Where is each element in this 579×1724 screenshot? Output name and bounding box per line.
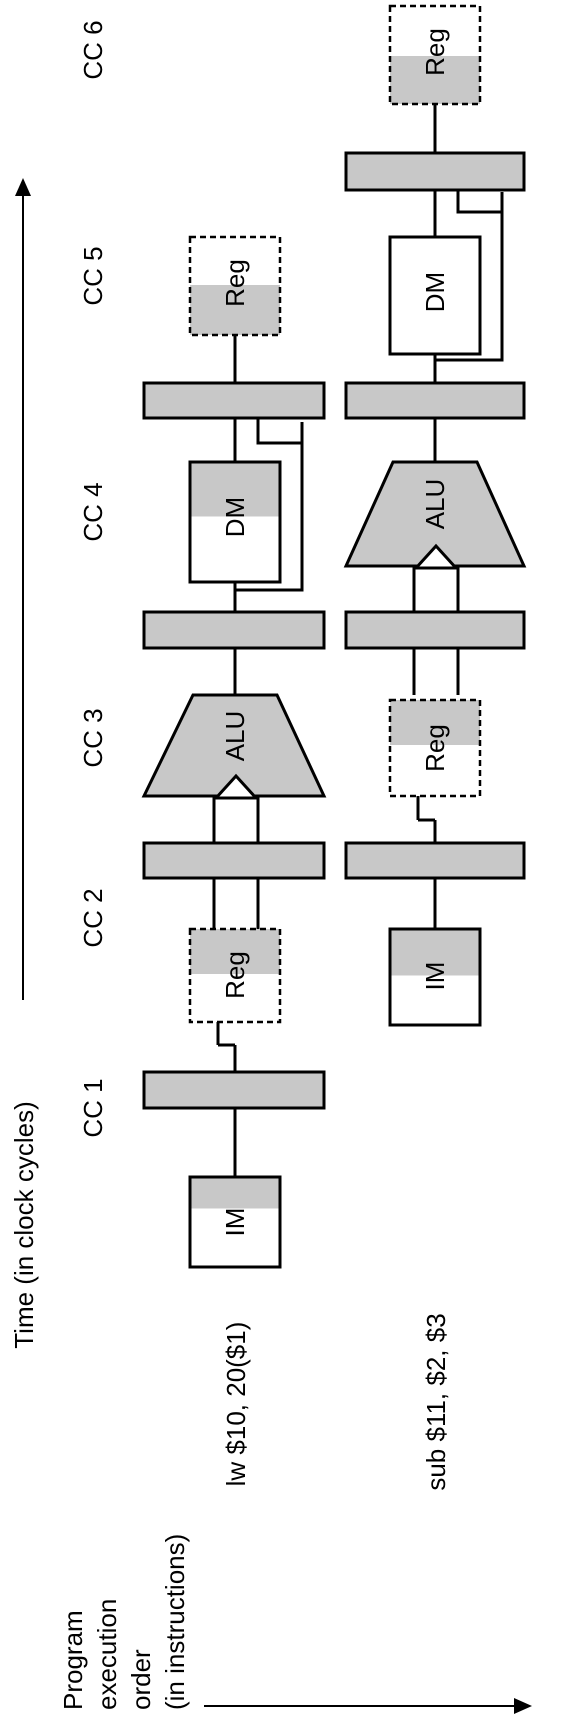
cycle-label-cc4: CC 4: [78, 482, 108, 541]
register-file-write-block: [188, 235, 282, 337]
cycle-label-cc6: CC 6: [78, 20, 108, 79]
instruction-memory-shade: [391, 930, 479, 976]
pipeline-register-mem-wb: [142, 381, 326, 420]
program-order-axis: Program execution order (in instructions…: [58, 1534, 532, 1714]
pipeline-register-id-ex: [142, 841, 326, 880]
program-order-label-line3: order: [126, 1649, 156, 1710]
register-file-write-block: [388, 4, 482, 106]
program-order-label-line2: execution: [92, 1599, 122, 1710]
bypass-wire: [456, 190, 502, 214]
data-memory-label: DM: [420, 272, 450, 312]
data-memory-shade: [191, 463, 279, 517]
cycle-label-cc3: CC 3: [78, 708, 108, 767]
register-file-write-label: Reg: [420, 28, 450, 76]
register-file-read-label: Reg: [220, 951, 250, 999]
register-file-write-label: Reg: [220, 259, 250, 307]
pipeline-register-id-ex: [344, 610, 526, 650]
register-file-read-shade: [390, 700, 480, 745]
pipeline-row-lw: IM Reg ALU DM Reg: [141, 235, 327, 1269]
program-order-label-line1: Program: [58, 1610, 88, 1710]
cycle-label-cc2: CC 2: [78, 888, 108, 947]
alu-notch: [412, 543, 460, 570]
pipeline-register-if-id: [142, 1070, 326, 1110]
program-order-axis-arrowhead: [514, 1698, 532, 1714]
pipeline-register-ex-mem: [344, 381, 526, 420]
data-memory-block: [388, 235, 482, 356]
alu-label: ALU: [220, 711, 250, 762]
register-file-write-shade: [190, 285, 280, 335]
instruction-memory-label: IM: [420, 962, 450, 991]
instruction-label-sub: sub $11, $2, $3: [421, 1313, 451, 1490]
time-axis-label: Time (in clock cycles): [9, 1101, 39, 1349]
time-axis: Time (in clock cycles): [9, 178, 39, 1349]
alu-notch: [212, 773, 260, 800]
cycle-label-cc1: CC 1: [78, 1078, 108, 1137]
pipeline-register-ex-mem: [142, 610, 326, 650]
alu-label: ALU: [420, 479, 450, 530]
bypass-wire: [256, 418, 302, 445]
register-file-read-block: [188, 927, 282, 1024]
instruction-memory-shade: [191, 1178, 279, 1209]
bypass-wire: [235, 422, 304, 592]
register-file-read-label: Reg: [420, 724, 450, 772]
instruction-label-lw: lw $10, 20($1): [221, 1322, 251, 1487]
alu-block: [343, 460, 527, 568]
instruction-memory-label: IM: [220, 1208, 250, 1237]
cycle-labels: CC 1 CC 2 CC 3 CC 4 CC 5 CC 6: [78, 20, 108, 1137]
cycle-label-cc5: CC 5: [78, 246, 108, 305]
pipeline-register-if-id: [344, 841, 526, 880]
bypass-wire: [435, 192, 504, 362]
data-memory-label: DM: [220, 497, 250, 537]
alu-block: [141, 693, 327, 798]
register-file-write-shade: [390, 56, 480, 104]
time-axis-arrowhead: [15, 178, 31, 196]
pipeline-row-sub: IM Reg ALU DM Reg: [343, 4, 527, 1027]
pipeline-register-mem-wb: [344, 151, 526, 192]
register-file-read-block: [388, 698, 482, 798]
program-order-label-line4: (in instructions): [160, 1534, 190, 1710]
register-file-read-shade: [190, 929, 280, 974]
